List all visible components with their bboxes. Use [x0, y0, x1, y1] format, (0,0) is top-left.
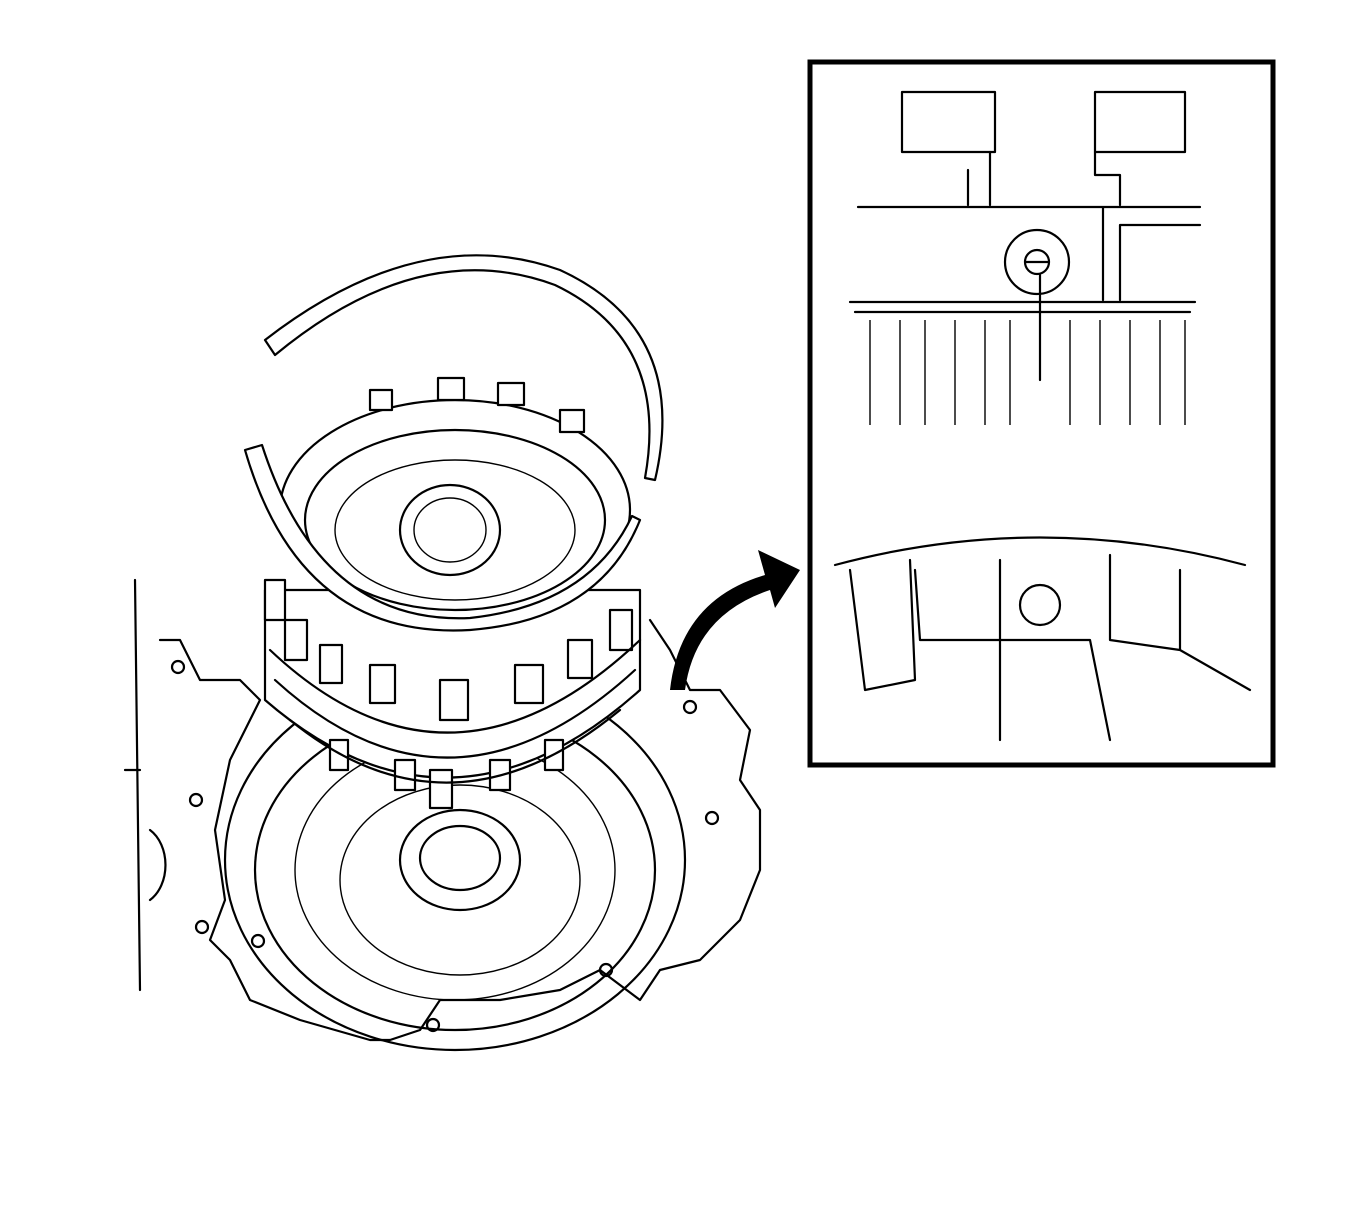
clutch-plate-teeth — [263, 578, 634, 810]
pointer-arrow — [670, 550, 800, 690]
inset-lower-view — [833, 536, 1252, 742]
drum-top-lugs — [368, 376, 586, 434]
detail-inset — [807, 59, 1276, 768]
inset-upper-view — [848, 90, 1202, 425]
case-bolt-holes — [170, 659, 720, 1033]
snap-ring — [243, 254, 664, 632]
